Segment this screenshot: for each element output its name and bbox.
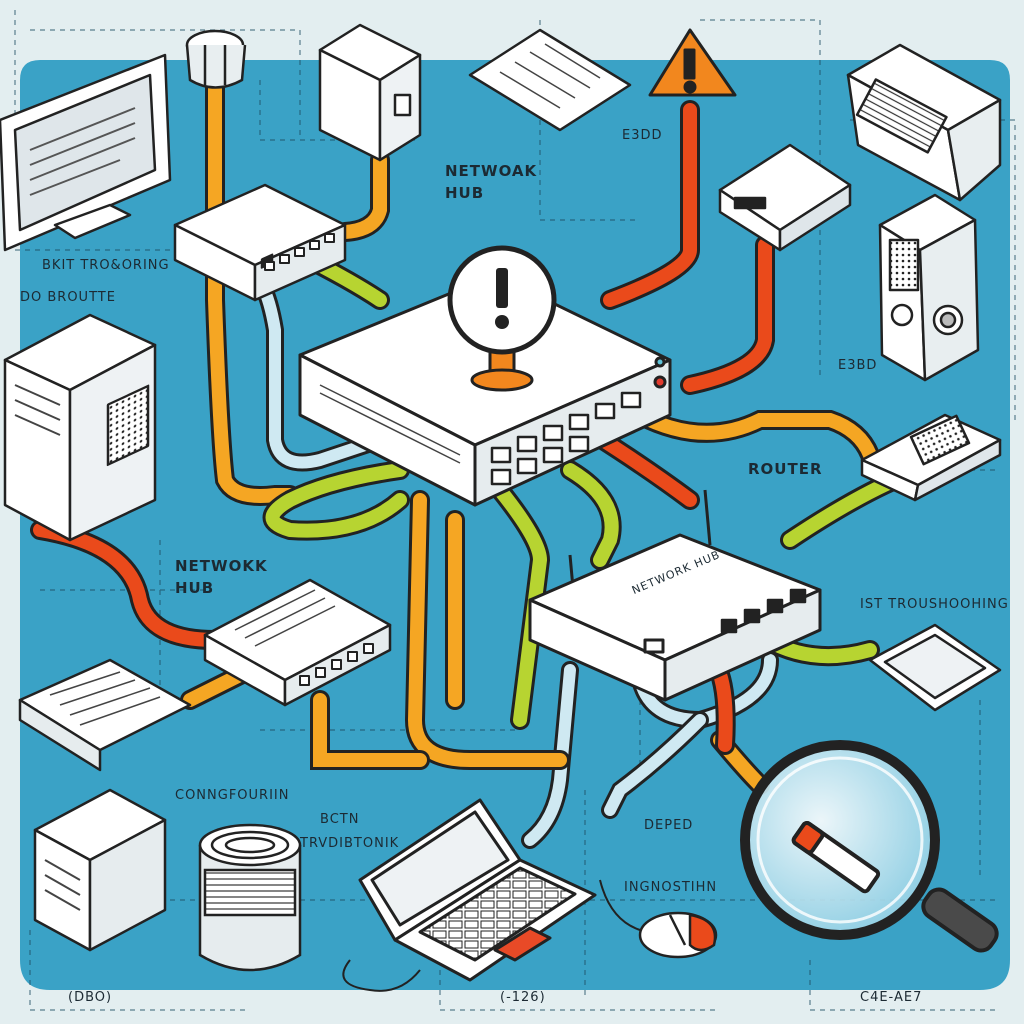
rack-server-icon — [846, 43, 1002, 202]
document-icon — [468, 28, 632, 132]
label-right-mid-tag: E3BD — [838, 358, 878, 373]
label-router: ROUTER — [748, 460, 823, 478]
label-bit-troubleshooting: BKIT TRO&ORING — [42, 258, 170, 273]
cables-lightblue — [253, 276, 779, 849]
network-switch-icon — [173, 183, 347, 302]
cylinder-drive-icon — [198, 823, 302, 972]
cables-red — [30, 100, 775, 755]
label-dependency: DEPED — [644, 818, 694, 833]
laptop-icon — [358, 798, 597, 982]
top-box-device — [318, 23, 422, 162]
lower-hub-icon — [203, 578, 392, 707]
warning-icon — [648, 28, 737, 97]
label-troubleshooting-bottom: TRVDIBTONIK — [300, 836, 400, 851]
storage-jar-icon — [185, 29, 247, 89]
label-ist-troubleshooting: IST TROUSHOOHING — [860, 597, 1009, 612]
label-right-upper-tag: E3DD — [622, 128, 663, 143]
central-switch-icon — [298, 273, 672, 507]
cables-orange — [180, 75, 880, 795]
mouse-icon — [342, 879, 718, 992]
router-icon — [528, 489, 822, 702]
monitor-icon — [0, 53, 172, 252]
label-configuration: CONNGFOURIIN — [175, 788, 290, 803]
label-bath: BCTN — [320, 812, 360, 827]
label-diagnostics: INGNOSTIHN — [624, 880, 718, 895]
label-footer-right: C4E-AE7 — [860, 990, 923, 1005]
label-do-troubleshooting: DO BROUTTE — [20, 290, 116, 305]
tablet-icon — [868, 623, 1002, 712]
tower-pc-icon — [3, 313, 157, 542]
access-point-icon — [860, 413, 1002, 502]
label-footer-mid: (-126) — [500, 990, 546, 1005]
tower-speaker-icon — [878, 193, 980, 382]
label-network-hub-left: NETWOKK HUB — [175, 557, 268, 597]
exclamation-icon — [447, 245, 557, 392]
label-footer-left: (DBO) — [68, 990, 113, 1005]
label-network-hub-top: NETWOAK HUB — [445, 162, 538, 202]
magnifier-icon — [740, 740, 999, 953]
server-icon — [33, 788, 167, 952]
small-switch-icon — [718, 143, 852, 252]
manual-book-icon — [18, 658, 192, 772]
